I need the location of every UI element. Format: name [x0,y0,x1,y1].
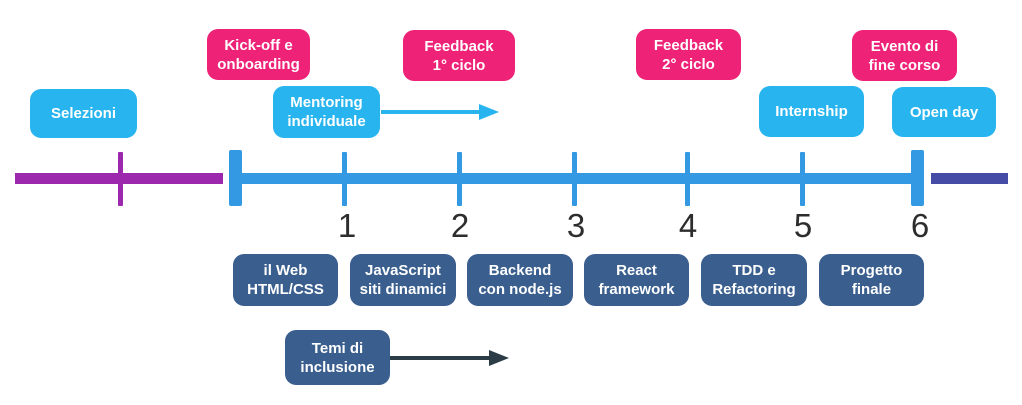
timeline-tick-4 [685,152,690,206]
module-badge-tdd-refactoring: TDD e Refactoring [701,254,807,306]
tick-number-4: 4 [678,207,698,244]
event-badge-evento-fine-corso: Evento di fine corso [852,30,957,81]
timeline-tick-5 [800,152,805,206]
tick-number-3: 3 [566,207,586,244]
inclusion-arrow-head [489,350,509,366]
timeline-end-tick [911,150,924,206]
preselection-tick [118,152,123,206]
mentoring-arrow-head [479,104,499,120]
mentoring-arrow-line [381,110,479,114]
activity-badge-selezioni: Selezioni [30,89,137,138]
activity-badge-internship: Internship [759,86,864,137]
event-badge-feedback-ciclo-1: Feedback 1° ciclo [403,30,515,81]
event-badge-kickoff: Kick-off e onboarding [207,29,310,80]
activity-badge-mentoring: Mentoring individuale [273,86,380,138]
module-badge-backend-nodejs: Backend con node.js [467,254,573,306]
tick-number-1: 1 [337,207,357,244]
tick-number-5: 5 [793,207,813,244]
activity-badge-open-day: Open day [892,87,996,137]
inclusion-arrow-line [390,356,489,360]
module-badge-react-framework: React framework [584,254,689,306]
tick-number-2: 2 [450,207,470,244]
timeline-tick-2 [457,152,462,206]
timeline-tick-1 [342,152,347,206]
timeline-tick-3 [572,152,577,206]
event-badge-feedback-ciclo-2: Feedback 2° ciclo [636,29,741,80]
module-badge-progetto-finale: Progetto finale [819,254,924,306]
timeline-bar-post-course [931,173,1008,184]
tick-number-6: 6 [910,207,930,244]
module-badge-web-html-css: il Web HTML/CSS [233,254,338,306]
timeline-start-tick [229,150,242,206]
inclusion-track-badge: Temi di inclusione [285,330,390,385]
module-badge-javascript: JavaScript siti dinamici [350,254,456,306]
